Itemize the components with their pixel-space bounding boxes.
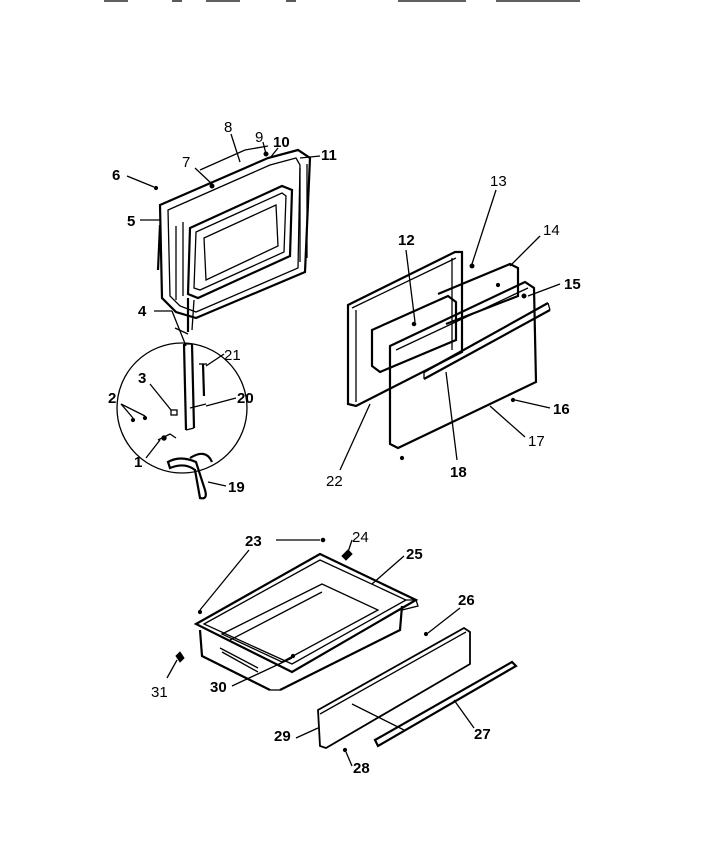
part-label-10: 10 <box>273 134 290 151</box>
outer-door-assembly <box>346 250 551 461</box>
part-label-12: 12 <box>398 232 415 249</box>
part-label-25: 25 <box>406 546 423 563</box>
part-label-14: 14 <box>543 222 560 239</box>
part-label-13: 13 <box>490 173 507 190</box>
part-label-3: 3 <box>138 370 146 387</box>
part-label-15: 15 <box>564 276 581 293</box>
part-label-8: 8 <box>224 119 232 136</box>
part-label-20: 20 <box>237 390 254 407</box>
part-label-29: 29 <box>274 728 291 745</box>
part-label-17: 17 <box>528 433 545 450</box>
part-label-9: 9 <box>255 129 263 146</box>
oven-door-frame <box>153 145 312 332</box>
part-label-2: 2 <box>108 390 116 407</box>
part-label-31: 31 <box>151 684 168 701</box>
part-label-26: 26 <box>458 592 475 609</box>
part-label-23: 23 <box>245 533 262 550</box>
part-label-28: 28 <box>353 760 370 777</box>
part-label-21: 21 <box>224 347 241 364</box>
part-label-1: 1 <box>134 454 142 471</box>
part-label-18: 18 <box>450 464 467 481</box>
part-label-16: 16 <box>553 401 570 418</box>
hinge-detail-callout <box>116 327 248 500</box>
part-label-30: 30 <box>210 679 227 696</box>
part-label-7: 7 <box>182 154 190 171</box>
part-label-24: 24 <box>352 529 369 546</box>
part-number-labels: 1 2 3 4 5 6 7 8 9 10 11 12 13 14 15 16 1… <box>108 119 581 777</box>
part-label-4: 4 <box>138 303 147 320</box>
part-label-6: 6 <box>112 167 120 184</box>
part-label-27: 27 <box>474 726 491 743</box>
storage-drawer <box>175 537 518 753</box>
leader-lines <box>120 133 561 767</box>
part-label-19: 19 <box>228 479 245 496</box>
part-label-11: 11 <box>321 147 337 164</box>
part-label-5: 5 <box>127 213 135 230</box>
part-label-22: 22 <box>326 473 343 490</box>
